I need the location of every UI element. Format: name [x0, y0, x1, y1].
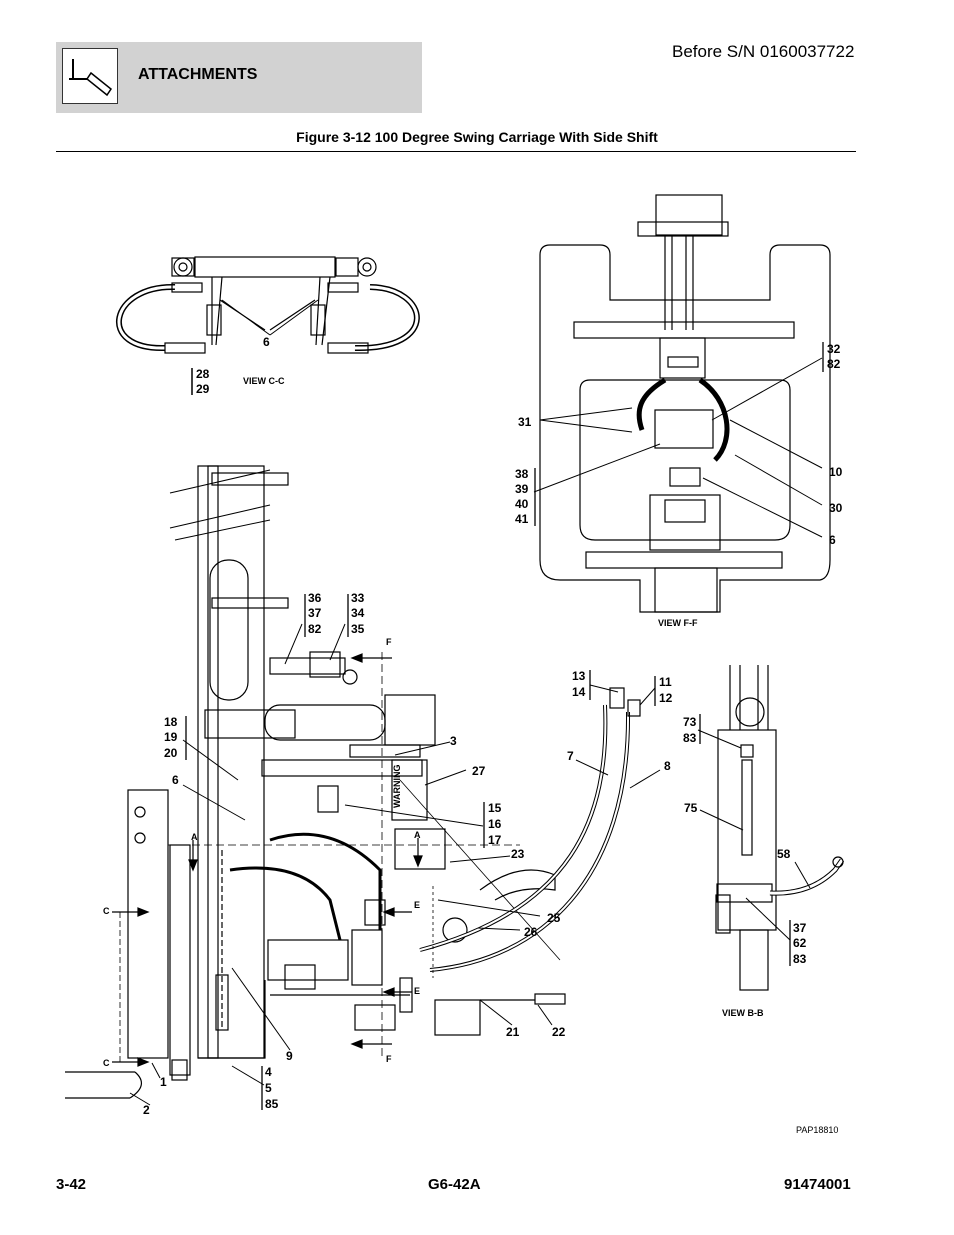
callout: 10 [829, 465, 843, 479]
section-mark-e-2: E [414, 986, 420, 996]
callout: 6 [829, 533, 836, 547]
callout: 31 [518, 415, 532, 429]
callout: 20 [164, 746, 178, 760]
callout: 34 [351, 606, 365, 620]
callout: 62 [793, 936, 807, 950]
warning-decal-label: WARNING [392, 765, 402, 809]
main-carriage-drawing [65, 465, 641, 1099]
callout: 14 [572, 685, 586, 699]
figure-title: Figure 3-12 100 Degree Swing Carriage Wi… [296, 129, 658, 145]
callout: 6 [172, 773, 179, 787]
callout: 11 [659, 675, 672, 689]
section-mark-e-1: E [414, 900, 420, 910]
attachment-icon [62, 48, 118, 104]
view-b-b-label: VIEW B-B [722, 1008, 764, 1018]
callout: 16 [488, 817, 502, 831]
callout: 13 [572, 669, 586, 683]
callout: 6 [263, 335, 270, 349]
callout: 35 [351, 622, 365, 636]
callout: 12 [659, 691, 673, 705]
view-f-f-drawing [539, 194, 831, 613]
callout: 73 [683, 715, 697, 729]
callout: 25 [547, 911, 561, 925]
callout: 22 [552, 1025, 566, 1039]
callout: 85 [265, 1097, 279, 1111]
section-mark-a-1: A [191, 832, 198, 842]
callout: 83 [793, 952, 807, 966]
page-number: 3-42 [56, 1176, 87, 1193]
view-b-b-drawing [715, 665, 845, 991]
callout: 28 [196, 367, 210, 381]
callout: 29 [196, 382, 210, 396]
callout: 27 [472, 764, 486, 778]
callout: 8 [664, 759, 671, 773]
section-header: ATTACHMENTS [56, 42, 422, 113]
section-mark-f-1: F [386, 637, 392, 647]
callout: 7 [567, 749, 574, 763]
callout: 15 [488, 801, 502, 815]
callout: 82 [827, 357, 841, 371]
callout: 39 [515, 482, 529, 496]
callout: 5 [265, 1081, 272, 1095]
section-mark-f-2: F [386, 1054, 392, 1064]
callout: 3 [450, 734, 457, 748]
model-number: G6-42A [428, 1176, 481, 1193]
callout: 83 [683, 731, 697, 745]
callout: 19 [164, 730, 178, 744]
section-title: ATTACHMENTS [138, 66, 258, 83]
callout: 75 [684, 801, 698, 815]
callout: 2 [143, 1103, 150, 1117]
callout: 36 [308, 591, 322, 605]
serial-note: Before S/N 0160037722 [672, 42, 855, 61]
callout: 41 [515, 512, 529, 526]
callout: 82 [308, 622, 322, 636]
section-mark-a-2: A [414, 830, 421, 840]
view-c-c-label: VIEW C-C [243, 376, 285, 386]
manual-number: 91474001 [784, 1176, 851, 1193]
callout: 40 [515, 497, 529, 511]
callout: 4 [265, 1065, 272, 1079]
header-rule [56, 151, 856, 152]
section-mark-c-2: C [103, 1058, 110, 1068]
callout: 18 [164, 715, 178, 729]
callout: 23 [511, 847, 525, 861]
callout: 17 [488, 833, 502, 847]
callout: 37 [308, 606, 322, 620]
view-f-f-label: VIEW F-F [658, 618, 698, 628]
callout: 58 [777, 847, 791, 861]
view-c-c-drawing [115, 256, 420, 395]
drawing-number: PAP18810 [796, 1125, 838, 1135]
callout: 9 [286, 1049, 293, 1063]
callout: 33 [351, 591, 365, 605]
section-mark-c-1: C [103, 906, 110, 916]
callout: 32 [827, 342, 841, 356]
callout: 30 [829, 501, 843, 515]
callout: 26 [524, 925, 538, 939]
callout: 21 [506, 1025, 520, 1039]
callout: 37 [793, 921, 807, 935]
callout: 1 [160, 1075, 167, 1089]
callout: 38 [515, 467, 529, 481]
